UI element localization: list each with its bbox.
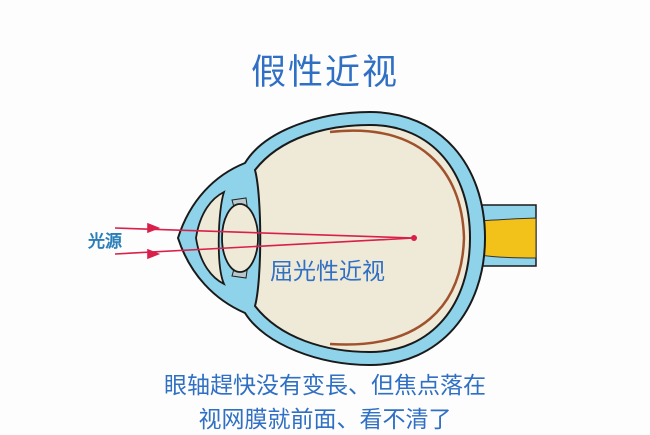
refractive-myopia-label: 屈光性近视 — [270, 259, 385, 285]
vitreous-body — [253, 123, 472, 354]
light-source-label: 光源 — [88, 232, 122, 252]
light-rays — [114, 222, 415, 260]
caption-line-1: 眼轴趕快没有变長、但焦点落在 — [164, 373, 486, 399]
retina — [329, 129, 466, 346]
cornea — [195, 190, 226, 286]
diagram-title: 假性近视 — [250, 53, 399, 93]
caption-line-2: 视网膜就前面、看不清了 — [198, 407, 452, 433]
focal-point — [411, 235, 417, 241]
lens — [221, 203, 259, 273]
